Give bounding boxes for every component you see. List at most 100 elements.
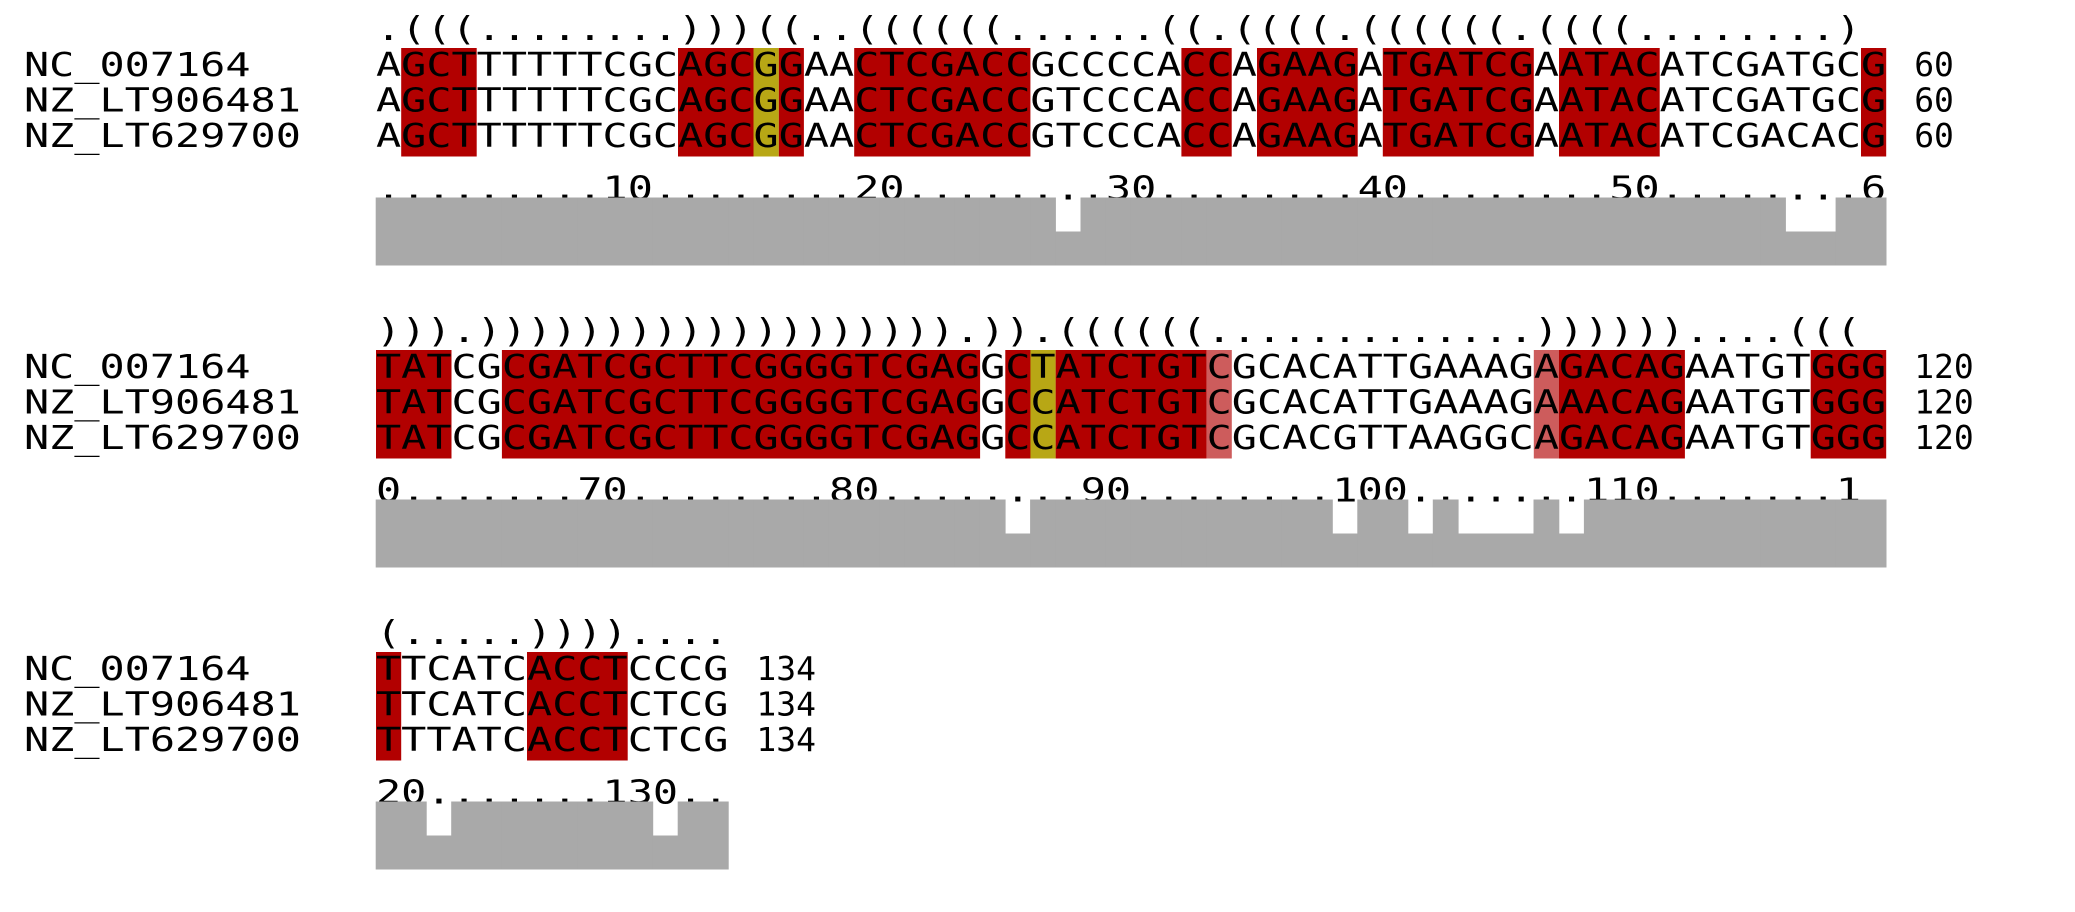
conservation-bar: [803, 197, 830, 266]
conservation-bar: [979, 499, 1006, 568]
conservation-bar: [1609, 499, 1635, 568]
sequence-name: NZ_LT906481: [24, 81, 301, 121]
conservation-bar: [1407, 197, 1434, 266]
conservation-bar: [1055, 499, 1082, 568]
conservation-bar: [426, 197, 452, 266]
sequence-end-position: 120: [1914, 418, 1974, 457]
conservation-bar: [853, 197, 880, 266]
conservation-bar: [1307, 499, 1333, 568]
conservation-bar: [1508, 197, 1535, 266]
conservation-bar: [476, 197, 503, 266]
paired-column-highlight: [1810, 350, 1887, 459]
conservation-bar: [1281, 197, 1308, 266]
paired-column-highlight: [376, 350, 452, 459]
conservation-bar: [426, 835, 452, 870]
conservation-bar: [1005, 533, 1031, 568]
conservation-bar: [451, 197, 477, 266]
conservation-bar: [1206, 499, 1233, 568]
conservation-bar: [1382, 499, 1409, 568]
conservation-bar: [904, 197, 931, 266]
conservation-bar: [627, 801, 654, 870]
structure-notation: ))).))))))))))))))))))).)).((((((.......…: [376, 311, 1861, 350]
conservation-bar: [1634, 197, 1660, 266]
sequence-residues: AGCTTTTTTCGCAGCGGAACTCGACCGTCCCACCAGAAGA…: [376, 116, 1886, 155]
conservation-bar: [1583, 197, 1610, 266]
conservation-bar: [1558, 533, 1585, 568]
conservation-bar: [1030, 197, 1056, 266]
conservation-bar: [577, 197, 603, 266]
conservation-bar: [879, 197, 905, 266]
mismatch-column-highlight: [1030, 350, 1056, 459]
conservation-bar: [1130, 197, 1157, 266]
conservation-bar: [375, 801, 402, 870]
conservation-bar: [1508, 533, 1535, 568]
conservation-bar: [1860, 197, 1887, 266]
conservation-bar: [929, 499, 956, 568]
conservation-bar: [551, 801, 578, 870]
paired-column-highlight: [1181, 48, 1232, 157]
conservation-bar: [904, 499, 931, 568]
conservation-bar: [702, 499, 729, 568]
conservation-bar: [627, 197, 654, 266]
alignment-block: .(((........)))((..((((((......((.((((.(…: [24, 9, 1954, 266]
conservation-bar: [702, 801, 729, 870]
conservation-bar: [1609, 197, 1635, 266]
paired-column-highlight: [1559, 350, 1685, 459]
alignment-block: ))).))))))))))))))))))).)).((((((.......…: [24, 311, 1974, 568]
conservation-bar: [1382, 197, 1409, 266]
conservation-bar: [1332, 533, 1358, 568]
sequence-residues: AGCTTTTTTCGCAGCGGAACTCGACCGCCCCACCAGAAGA…: [376, 45, 1886, 84]
conservation-bar: [1659, 499, 1686, 568]
conservation-bar: [1458, 197, 1484, 266]
conservation-bar: [526, 801, 553, 870]
conservation-bar: [1005, 197, 1031, 266]
conservation-bar: [853, 499, 880, 568]
structure-notation: .(((........)))((..((((((......((.((((.(…: [376, 9, 1861, 48]
conservation-bar: [702, 197, 729, 266]
conservation-bar: [476, 499, 503, 568]
conservation-bar: [1709, 197, 1736, 266]
conservation-bar: [1181, 499, 1207, 568]
conservation-bar: [476, 801, 503, 870]
conservation-bar: [1256, 197, 1283, 266]
conservation-bar: [1684, 197, 1711, 266]
paired-column-highlight: [376, 652, 402, 761]
sequence-end-position: 60: [1914, 45, 1954, 84]
paired-column-highlight: [527, 652, 628, 761]
conservation-bar: [1357, 197, 1384, 266]
conservation-bar: [803, 499, 830, 568]
conservation-bar: [828, 197, 855, 266]
sequence-name: NZ_LT629700: [24, 720, 301, 760]
conservation-bar: [677, 197, 704, 266]
sequence-end-position: 60: [1914, 116, 1954, 155]
paired-column-highlight: [678, 48, 754, 157]
conservation-bar: [677, 499, 704, 568]
paired-column-highlight: [1861, 48, 1887, 157]
conservation-bar: [954, 499, 981, 568]
conservation-bar: [577, 499, 603, 568]
conservation-bar: [1760, 197, 1786, 266]
paired-column-highlight: [778, 48, 804, 157]
conservation-bar: [1231, 197, 1258, 266]
conservation-bar: [1156, 499, 1182, 568]
conservation-bar: [501, 801, 528, 870]
conservation-bar: [526, 499, 553, 568]
conservation-bar: [551, 499, 578, 568]
conservation-bar: [602, 499, 628, 568]
conservation-bar: [753, 197, 780, 266]
conservation-bar: [1835, 499, 1862, 568]
sequence-end-position: 60: [1914, 81, 1954, 120]
conservation-bar: [1709, 499, 1736, 568]
conservation-bar: [1156, 197, 1182, 266]
compatible-column-highlight: [1533, 350, 1559, 459]
structure-notation: (.....))))....: [376, 613, 728, 652]
conservation-bar: [753, 499, 780, 568]
conservation-bar: [1835, 197, 1862, 266]
conservation-bar: [879, 499, 905, 568]
conservation-bar: [602, 197, 628, 266]
conservation-bar: [1785, 499, 1811, 568]
conservation-bar: [1080, 499, 1107, 568]
conservation-bar: [1734, 197, 1761, 266]
conservation-bar: [652, 499, 679, 568]
